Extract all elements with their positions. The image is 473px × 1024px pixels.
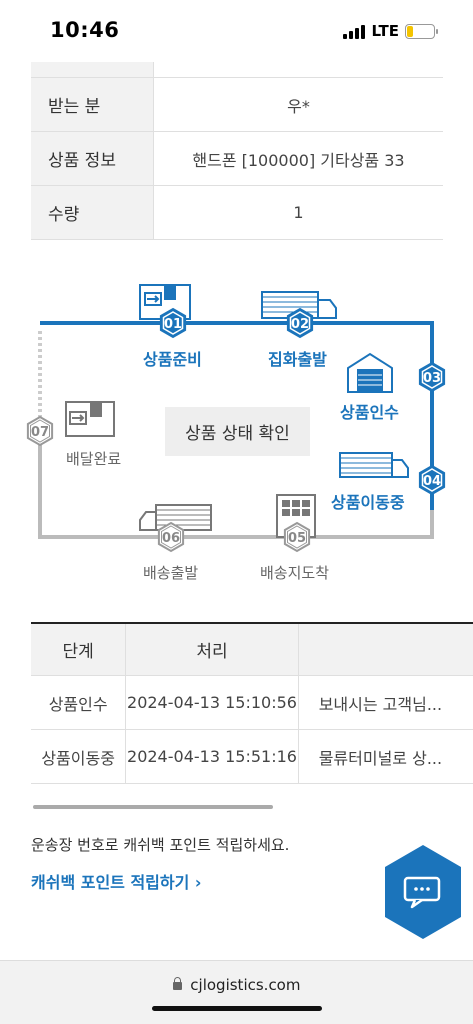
status-bar: 10:46 LTE — [0, 0, 473, 62]
info-label: 상품 정보 — [31, 132, 154, 185]
header-desc — [299, 624, 473, 675]
info-value: 1 — [293, 203, 304, 222]
step-badge-05: 05 — [283, 521, 311, 553]
step-label-6: 배송출발 — [143, 564, 199, 582]
cashback-info-text: 운송장 번호로 캐쉬백 포인트 적립하세요. — [31, 836, 290, 854]
header-time: 처리 — [126, 624, 299, 675]
step-badge-07: 07 — [26, 415, 54, 447]
header-step: 단계 — [31, 624, 127, 675]
row-time: 2024-04-13 15:10:56 — [126, 676, 299, 729]
home-indicator[interactable] — [152, 1006, 322, 1011]
battery-icon — [405, 23, 438, 39]
info-row: 수량 1 — [31, 186, 443, 240]
network-label: LTE — [371, 22, 399, 40]
step-badge-04: 04 — [418, 464, 446, 496]
clock: 10:46 — [50, 18, 120, 42]
step-label-5: 배송지도착 — [260, 564, 330, 582]
info-row: 상품 정보 핸드폰 [100000] 기타상품 33 — [31, 132, 443, 186]
info-label: 수량 — [31, 186, 154, 239]
info-label: 받는 분 — [31, 78, 154, 131]
box-arrow-icon — [65, 401, 115, 437]
step-label-2: 집화출발 — [268, 350, 327, 369]
table-row: 상품이동중 2024-04-13 15:51:16 물류터미널로 상... — [31, 730, 473, 784]
browser-url-bar[interactable]: cjlogistics.com — [0, 960, 473, 1024]
url-text: cjlogistics.com — [190, 976, 301, 994]
row-step: 상품이동중 — [31, 730, 127, 783]
row-time: 2024-04-13 15:51:16 — [126, 730, 299, 783]
step-number: 04 — [423, 474, 441, 489]
signal-icon — [343, 23, 366, 39]
shipment-info-table: 배달 일 - 받는 분 우* 상품 정보 핸드폰 [100000] 기타상품 3… — [31, 52, 443, 240]
step-number: 05 — [288, 531, 306, 546]
url-display[interactable]: cjlogistics.com — [0, 976, 473, 994]
step-badge-01: 01 — [159, 307, 187, 339]
step-number: 06 — [162, 531, 180, 546]
info-value: 우* — [287, 96, 310, 116]
chat-button[interactable] — [385, 845, 461, 939]
status-icons: LTE — [343, 22, 438, 40]
row-desc: 보내시는 고객님... — [318, 694, 443, 714]
info-row: 받는 분 우* — [31, 78, 443, 132]
cashback-link[interactable]: 캐쉬백 포인트 적립하기 › — [31, 873, 202, 892]
lock-icon — [172, 976, 182, 990]
info-value: 핸드폰 [100000] 기타상품 33 — [192, 150, 405, 170]
table-row: 상품인수 2024-04-13 15:10:56 보내시는 고객님... — [31, 676, 473, 730]
step-number: 01 — [164, 317, 182, 332]
step-number: 03 — [423, 371, 441, 386]
row-desc: 물류터미널로 상... — [318, 748, 443, 768]
step-label-3: 상품인수 — [340, 403, 399, 422]
step-label-7: 배달완료 — [66, 450, 122, 468]
tracking-history-table: 단계 처리 상품인수 2024-04-13 15:10:56 보내시는 고객님.… — [31, 622, 473, 784]
truck-icon — [339, 452, 409, 478]
row-step: 상품인수 — [31, 676, 127, 729]
horizontal-scrollbar[interactable] — [33, 805, 273, 809]
step-badge-02: 02 — [286, 307, 314, 339]
chat-icon — [403, 876, 441, 909]
step-label-4: 상품이동중 — [331, 493, 405, 512]
step-number: 07 — [31, 425, 49, 440]
warehouse-icon — [347, 352, 393, 393]
tracking-diagram: 01 02 03 04 05 06 07 상품준비 집화출발 상품인수 상품이동중 배송지도… — [0, 270, 473, 590]
step-badge-03: 03 — [418, 361, 446, 393]
step-badge-06: 06 — [157, 521, 185, 553]
status-check-button[interactable]: 상품 상태 확인 — [165, 407, 310, 456]
step-label-1: 상품준비 — [143, 350, 202, 369]
table-header: 단계 처리 — [31, 622, 473, 676]
step-number: 02 — [291, 317, 309, 332]
tracking-path: 01 02 03 04 05 06 07 — [26, 284, 446, 553]
